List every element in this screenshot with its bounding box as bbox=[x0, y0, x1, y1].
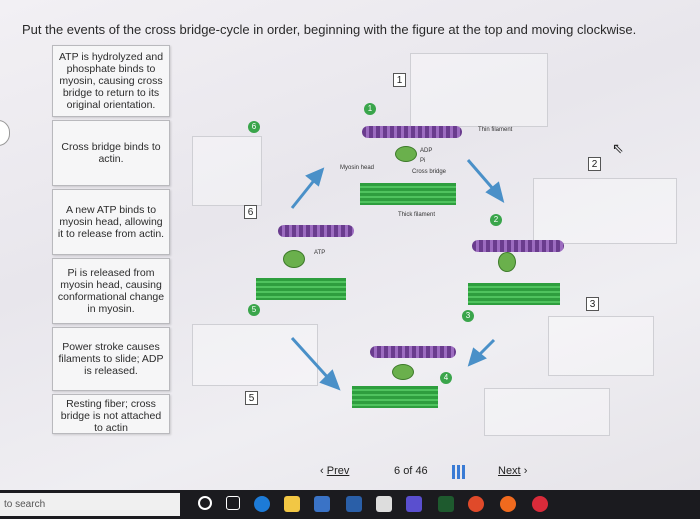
label-atp: ATP bbox=[314, 250, 326, 256]
card-text: Cross bridge binds to actin. bbox=[61, 141, 161, 165]
arrow-1-to-2 bbox=[466, 159, 496, 191]
slot-number-2: 2 bbox=[588, 157, 601, 171]
thin-filament-1 bbox=[362, 126, 462, 138]
step-marker-1: 1 bbox=[364, 103, 376, 115]
card-text: ATP is hydrolyzed and phosphate binds to… bbox=[58, 51, 164, 111]
thin-filament-2 bbox=[472, 240, 564, 252]
step-marker-2: 2 bbox=[490, 214, 502, 226]
card-power-stroke[interactable]: Power stroke causes filaments to slide; … bbox=[52, 327, 170, 391]
label-thin-filament: Thin filament bbox=[478, 127, 513, 133]
myosin-head-4 bbox=[392, 364, 414, 380]
thick-filament-5 bbox=[256, 278, 346, 300]
label-pi: Pi bbox=[420, 158, 426, 164]
arrow-6-to-1 bbox=[290, 177, 318, 209]
step-marker-5: 5 bbox=[248, 304, 260, 316]
card-text: Resting fiber; cross bridge is not attac… bbox=[60, 398, 162, 434]
label-thick-filament: Thick filament bbox=[398, 212, 436, 218]
label-cross-bridge: Cross bridge bbox=[412, 169, 447, 175]
arrow-head-1-to-2 bbox=[485, 181, 505, 204]
next-link[interactable]: Next › bbox=[498, 465, 527, 477]
card-new-atp-binds[interactable]: A new ATP binds to myosin head, allowing… bbox=[52, 189, 170, 255]
drop-slot-5[interactable] bbox=[192, 324, 318, 386]
card-atp-hydrolyzed[interactable]: ATP is hydrolyzed and phosphate binds to… bbox=[52, 45, 170, 117]
search-placeholder: to search bbox=[4, 499, 46, 510]
dropbox-icon[interactable] bbox=[406, 496, 422, 512]
task-view-icon[interactable] bbox=[226, 496, 240, 510]
myosin-head-1 bbox=[395, 146, 417, 162]
chevron-right-icon: › bbox=[523, 465, 528, 477]
step-marker-6: 6 bbox=[248, 121, 260, 133]
page-counter: 6 of 46 bbox=[394, 465, 428, 477]
mouse-cursor-icon: ⇖ bbox=[612, 140, 624, 156]
drop-slot-2[interactable] bbox=[533, 178, 677, 244]
step-marker-3: 3 bbox=[462, 310, 474, 322]
prev-label: Prev bbox=[326, 465, 350, 477]
slot-number-5: 5 bbox=[245, 391, 258, 405]
grid-icon[interactable] bbox=[452, 465, 466, 479]
myosin-head-2 bbox=[498, 252, 516, 272]
card-text: Power stroke causes filaments to slide; … bbox=[58, 341, 164, 377]
next-label: Next bbox=[498, 465, 521, 477]
page-of: of bbox=[403, 465, 413, 477]
step-marker-4: 4 bbox=[440, 372, 452, 384]
cortana-icon[interactable] bbox=[198, 496, 212, 510]
dollar-app-icon[interactable] bbox=[438, 496, 454, 512]
slot-number-6: 6 bbox=[244, 205, 257, 219]
slot-number-1: 1 bbox=[393, 73, 406, 87]
card-pi-released[interactable]: Pi is released from myosin head, causing… bbox=[52, 258, 170, 324]
opera-icon[interactable] bbox=[532, 496, 548, 512]
edge-icon[interactable] bbox=[254, 496, 270, 512]
taskbar: to search bbox=[0, 490, 700, 519]
file-explorer-icon[interactable] bbox=[284, 496, 300, 512]
taskbar-search-input[interactable]: to search bbox=[0, 493, 180, 516]
arrow-head-6-to-1 bbox=[305, 167, 325, 187]
card-text: A new ATP binds to myosin head, allowing… bbox=[57, 204, 165, 240]
firefox-icon[interactable] bbox=[500, 496, 516, 512]
card-text: Pi is released from myosin head, causing… bbox=[57, 267, 165, 315]
drop-slot-1[interactable] bbox=[410, 53, 548, 127]
chrome-icon[interactable] bbox=[468, 496, 484, 512]
myosin-head-5 bbox=[283, 250, 305, 268]
card-resting-fiber[interactable]: Resting fiber; cross bridge is not attac… bbox=[52, 394, 170, 434]
app-a-icon[interactable] bbox=[376, 496, 392, 512]
scroll-tab[interactable] bbox=[0, 120, 10, 146]
thick-filament-4 bbox=[352, 386, 438, 408]
question-text: Put the events of the cross bridge-cycle… bbox=[22, 22, 637, 37]
thin-filament-4 bbox=[370, 346, 456, 358]
page-current: 6 bbox=[394, 465, 401, 477]
drop-slot-3[interactable] bbox=[548, 316, 654, 376]
drop-slot-4[interactable] bbox=[484, 388, 610, 436]
arrow-head-4-to-5 bbox=[319, 369, 341, 391]
arrow-3-to-4 bbox=[476, 338, 496, 358]
label-myosin-head: Myosin head bbox=[340, 165, 375, 171]
thick-filament-2 bbox=[468, 283, 560, 305]
label-adp: ADP bbox=[420, 148, 433, 154]
thin-filament-5 bbox=[278, 225, 354, 237]
prev-link[interactable]: ‹ Prev bbox=[320, 465, 349, 477]
mail-icon[interactable] bbox=[346, 496, 362, 512]
store-icon[interactable] bbox=[314, 496, 330, 512]
thick-filament-1 bbox=[360, 183, 456, 205]
page-total: 46 bbox=[415, 465, 428, 477]
question-screen: Put the events of the cross bridge-cycle… bbox=[0, 0, 700, 490]
chevron-left-icon: ‹ bbox=[320, 465, 324, 477]
arrow-head-3-to-4 bbox=[467, 347, 487, 367]
card-cross-bridge-binds[interactable]: Cross bridge binds to actin. bbox=[52, 120, 170, 186]
drop-slot-6[interactable] bbox=[192, 136, 262, 206]
slot-number-3: 3 bbox=[586, 297, 599, 311]
